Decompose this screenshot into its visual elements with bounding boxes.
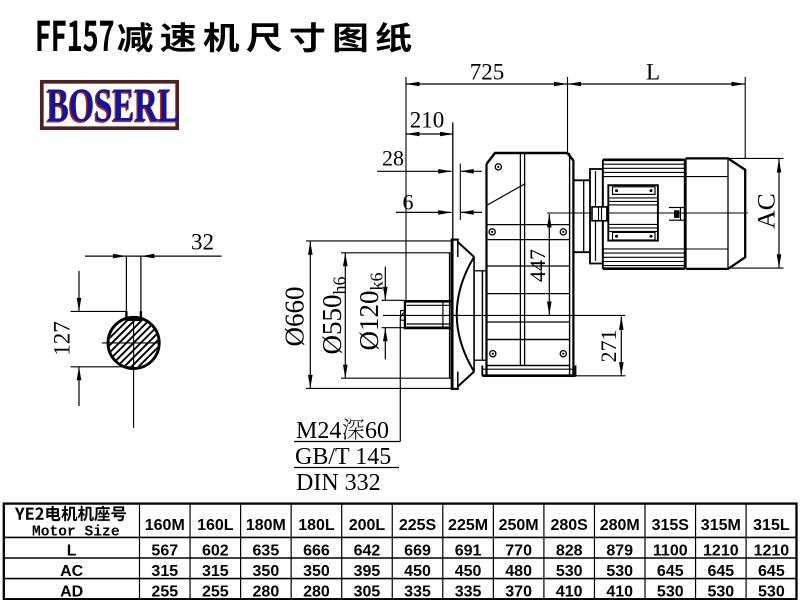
svg-text:180M: 180M: [246, 517, 286, 534]
svg-text:250M: 250M: [499, 517, 539, 534]
svg-text:160M: 160M: [145, 517, 185, 534]
svg-text:447: 447: [525, 249, 550, 282]
svg-text:530: 530: [758, 584, 785, 600]
svg-text:480: 480: [505, 563, 532, 580]
svg-text:315S: 315S: [652, 517, 690, 534]
svg-text:828: 828: [556, 542, 583, 559]
svg-text:567: 567: [151, 542, 178, 559]
svg-text:280: 280: [303, 584, 330, 600]
svg-text:645: 645: [657, 563, 684, 580]
svg-text:200L: 200L: [349, 517, 386, 534]
svg-text:315: 315: [202, 563, 229, 580]
svg-text:770: 770: [505, 542, 532, 559]
svg-text:160L: 160L: [197, 517, 234, 534]
svg-text:350: 350: [303, 563, 330, 580]
svg-text:127: 127: [50, 321, 75, 356]
svg-text:Ø660: Ø660: [280, 287, 310, 347]
svg-text:M24: M24: [296, 418, 341, 444]
svg-text:GB/T 145: GB/T 145: [295, 444, 391, 470]
svg-text:AC: AC: [752, 193, 781, 228]
svg-text:335: 335: [404, 584, 431, 600]
svg-text:225M: 225M: [448, 517, 488, 534]
svg-text:450: 450: [404, 563, 431, 580]
svg-text:180L: 180L: [298, 517, 335, 534]
svg-text:395: 395: [354, 563, 381, 580]
svg-text:410: 410: [556, 584, 583, 600]
svg-text:225S: 225S: [399, 517, 437, 534]
svg-text:691: 691: [455, 542, 482, 559]
svg-text:1100: 1100: [653, 542, 688, 559]
svg-text:305: 305: [354, 584, 381, 600]
svg-text:410: 410: [606, 584, 633, 600]
svg-text:370: 370: [505, 584, 532, 600]
svg-text:Motor Size: Motor Size: [32, 524, 120, 540]
svg-text:725: 725: [470, 60, 505, 85]
svg-text:315L: 315L: [753, 517, 790, 534]
svg-text:530: 530: [556, 563, 583, 580]
svg-text:645: 645: [758, 563, 785, 580]
svg-text:280: 280: [253, 584, 280, 600]
svg-text:669: 669: [404, 542, 431, 559]
svg-text:642: 642: [354, 542, 381, 559]
svg-text:DIN 332: DIN 332: [296, 470, 381, 496]
svg-text:530: 530: [657, 584, 684, 600]
svg-text:60: 60: [365, 418, 389, 444]
svg-text:AC: AC: [60, 563, 84, 580]
svg-text:879: 879: [606, 542, 633, 559]
svg-text:280M: 280M: [600, 517, 640, 534]
svg-text:645: 645: [707, 563, 734, 580]
svg-text:602: 602: [202, 542, 229, 559]
svg-text:280S: 280S: [550, 517, 588, 534]
svg-text:666: 666: [303, 542, 330, 559]
svg-text:1210: 1210: [703, 542, 739, 559]
svg-text:335: 335: [455, 584, 482, 600]
svg-text:350: 350: [253, 563, 280, 580]
svg-text:530: 530: [707, 584, 734, 600]
svg-text:L: L: [67, 542, 77, 559]
svg-text:255: 255: [151, 584, 178, 600]
svg-text:AD: AD: [60, 584, 83, 600]
svg-text:271: 271: [596, 330, 621, 363]
svg-text:BOSERL: BOSERL: [46, 80, 179, 132]
svg-text:530: 530: [606, 563, 633, 580]
svg-text:1210: 1210: [754, 542, 790, 559]
svg-text:255: 255: [202, 584, 229, 600]
svg-text:315M: 315M: [701, 517, 741, 534]
svg-text:450: 450: [455, 563, 482, 580]
svg-text:BOSERL: BOSERL: [47, 79, 180, 131]
svg-text:210: 210: [410, 108, 445, 133]
svg-text:315: 315: [151, 563, 178, 580]
svg-text:32: 32: [191, 230, 214, 255]
svg-text:6: 6: [403, 190, 414, 215]
svg-text:635: 635: [253, 542, 280, 559]
svg-text:28: 28: [382, 146, 404, 171]
svg-text:L: L: [646, 60, 660, 85]
